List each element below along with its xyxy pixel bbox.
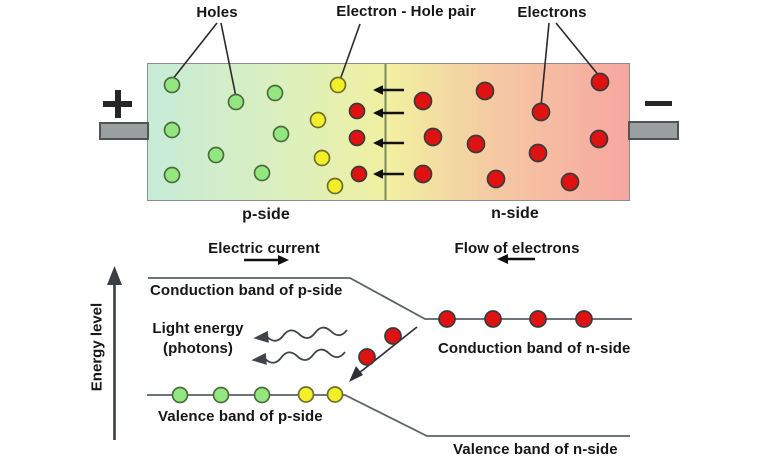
energy-level-axis-label: Energy level <box>88 302 106 392</box>
light-energy-label: Light energy <box>152 320 244 337</box>
electron-particle <box>486 169 506 189</box>
hole-particle <box>272 125 290 143</box>
cathode-electrode <box>628 121 679 140</box>
band-hole-particle <box>212 386 230 404</box>
pair-electron-particle <box>350 165 368 183</box>
anode-electrode <box>99 122 149 140</box>
falling-electron-particle <box>384 327 402 345</box>
flow-of-electrons-arrow-icon <box>497 254 535 264</box>
hole-particle <box>253 164 271 182</box>
energy-axis <box>107 266 122 440</box>
label-pointer-lines <box>171 22 601 107</box>
electron-particle <box>475 81 495 101</box>
photon-wave-icon <box>253 326 348 343</box>
electron-hole-pair-label: Electron - Hole pair <box>336 3 476 20</box>
band-electron-particle <box>484 310 502 328</box>
hole-particle <box>207 146 225 164</box>
electron-particle <box>413 164 433 184</box>
pair-hole-particle <box>309 111 327 129</box>
pair-hole-particle <box>326 177 344 195</box>
pair-hole-particle <box>313 149 331 167</box>
electric-current-label: Electric current <box>208 240 320 257</box>
pair-electron-particle <box>348 102 366 120</box>
flow-of-electrons-label: Flow of electrons <box>454 240 580 257</box>
valence-band-n-label: Valence band of n-side <box>453 441 618 458</box>
photons-label: (photons) <box>162 340 234 357</box>
electron-particle <box>560 172 580 192</box>
electron-particle <box>589 129 609 149</box>
electrons-label: Electrons <box>517 4 587 21</box>
photon-wave-icon <box>251 348 346 365</box>
band-electron-particle <box>529 310 547 328</box>
n-side-label: n-side <box>491 205 539 222</box>
hole-particle <box>163 121 181 139</box>
band-hole-particle <box>171 386 189 404</box>
holes-label: Holes <box>196 4 238 21</box>
pair-hole-particle <box>329 76 347 94</box>
electron-particle <box>590 72 610 92</box>
electron-drift-arrow-icon <box>373 138 404 148</box>
electron-drift-arrow-icon <box>373 108 404 118</box>
electron-particle <box>528 143 548 163</box>
electron-drift-arrow-icon <box>373 85 404 95</box>
band-hole-particle <box>253 386 271 404</box>
electron-transition-arrow-icon <box>349 326 418 382</box>
electric-current-arrow-icon <box>244 255 289 265</box>
band-electron-particle <box>438 310 456 328</box>
hole-particle <box>163 166 181 184</box>
p-side-label: p-side <box>242 206 290 223</box>
valence-band-line <box>147 394 630 437</box>
conduction-band-line <box>148 277 632 320</box>
band-electron-particle <box>575 310 593 328</box>
particles-layer <box>163 72 610 404</box>
hole-particle <box>266 84 284 102</box>
electron-particle <box>423 127 443 147</box>
electron-particle <box>531 102 551 122</box>
conduction-band-p-label: Conduction band of p-side <box>150 282 343 299</box>
electron-particle <box>466 134 486 154</box>
conduction-band-n-label: Conduction band of n-side <box>438 340 631 357</box>
hole-particle <box>227 93 245 111</box>
band-pair-hole-particle <box>326 386 344 403</box>
pair-electron-particle <box>348 129 366 147</box>
band-pair-hole-particle <box>297 386 315 403</box>
hole-particle <box>163 76 181 94</box>
pn-junction-device <box>147 63 630 201</box>
electron-drift-arrow-icon <box>373 169 404 179</box>
falling-electron-particle <box>358 348 376 366</box>
electron-particle <box>413 91 433 111</box>
valence-band-p-label: Valence band of p-side <box>158 408 323 425</box>
